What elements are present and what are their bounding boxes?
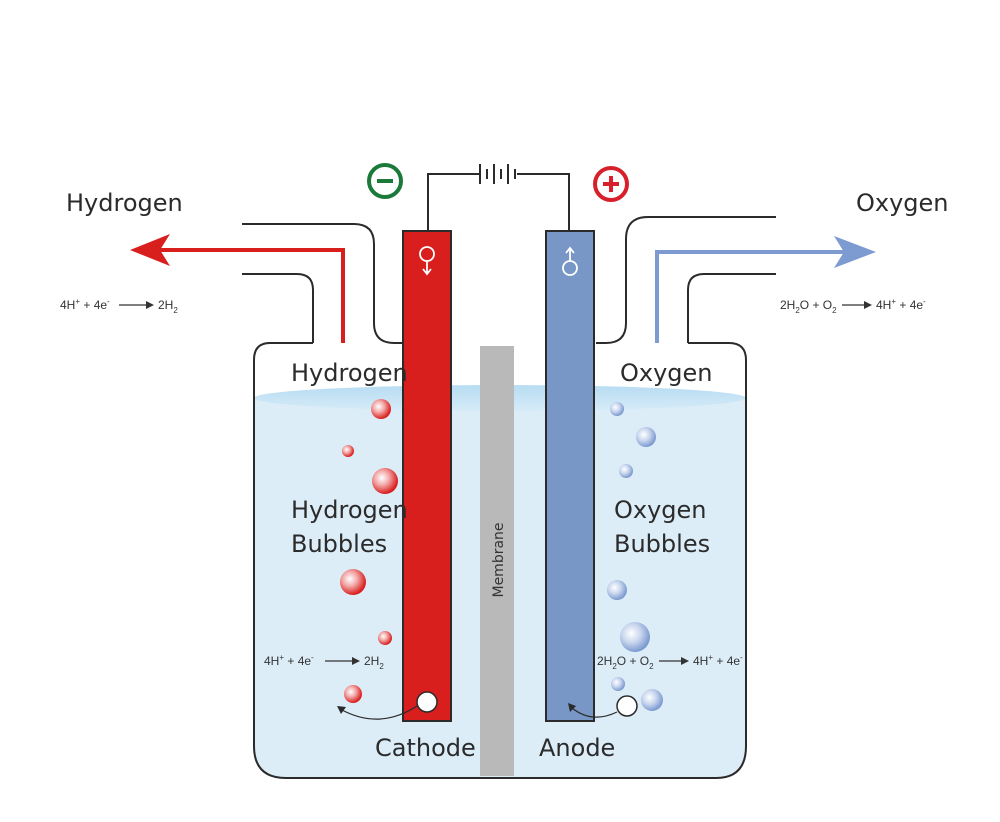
oxygen-bubble <box>619 464 633 478</box>
oxygen-bubbles-label-line1: Oxygen <box>614 496 707 524</box>
cathode-equation-outside: 4H+ + 4e- 2H2 <box>60 297 178 315</box>
svg-text:4H+ + 4e-: 4H+ + 4e- <box>693 653 743 668</box>
hydrogen-bubble <box>340 569 366 595</box>
anode-equation-inside: 2H2O + O2 4H+ + 4e- <box>597 653 743 671</box>
hydrogen-bubbles <box>340 399 398 703</box>
hydrogen-bubble <box>344 685 362 703</box>
oxygen-bubble <box>610 402 624 416</box>
anode-arrow-head <box>568 703 576 712</box>
positive-sign-icon <box>593 166 629 202</box>
anode-label: Anode <box>539 734 615 762</box>
hydrogen-surface-label: Hydrogen <box>291 359 408 387</box>
hydrogen-output-arrow <box>158 248 345 343</box>
hydrogen-bubble <box>342 445 354 457</box>
membrane-label: Membrane <box>491 522 507 597</box>
oxygen-arrow-head <box>834 236 876 268</box>
svg-text:2H2: 2H2 <box>158 298 178 315</box>
hydrogen-bubble <box>378 631 392 645</box>
oxygen-bubble <box>607 580 627 600</box>
negative-sign-icon <box>367 163 403 199</box>
hydrogen-bubbles-label-line1: Hydrogen <box>291 496 408 524</box>
anode-equation-outside: 2H2O + O2 4H+ + 4e- <box>780 297 926 315</box>
oxygen-bubbles-label-line2: Bubbles <box>614 530 710 558</box>
anode-electrode <box>545 230 595 722</box>
hydrogen-arrow-head <box>130 234 170 266</box>
hydrogen-output-label: Hydrogen <box>66 189 183 217</box>
cathode-reaction-arrow <box>341 705 418 720</box>
oxygen-bubbles <box>607 402 663 711</box>
hydrogen-bubble <box>372 468 398 494</box>
female-symbol-icon <box>419 246 435 276</box>
cathode-equation-inside: 4H+ + 4e- 2H2 <box>264 653 384 671</box>
hydrogen-pipe-upper <box>242 223 404 344</box>
svg-text:4H+ + 4e-: 4H+ + 4e- <box>876 297 926 312</box>
svg-text:2H2O + O2: 2H2O + O2 <box>780 298 837 315</box>
oxygen-output-arrow <box>655 250 846 343</box>
oxygen-pipe-lower <box>687 273 776 343</box>
cathode-arrow-head <box>337 706 346 714</box>
anode-reaction-arrow <box>571 707 618 718</box>
hydrogen-bubbles-label-line2: Bubbles <box>291 530 387 558</box>
membrane <box>480 346 514 776</box>
circuit-wire <box>427 173 570 231</box>
anode-electron-circle <box>616 695 638 717</box>
oxygen-bubble <box>611 677 625 691</box>
cathode-electrode <box>402 230 452 722</box>
svg-text:2H2O + O2: 2H2O + O2 <box>597 654 654 671</box>
hydrogen-pipe-lower <box>242 273 314 343</box>
battery-icon <box>479 164 516 184</box>
male-symbol-icon <box>562 246 578 276</box>
cathode-label: Cathode <box>375 734 476 762</box>
vessel-outline <box>253 342 747 779</box>
oxygen-surface-label: Oxygen <box>620 359 713 387</box>
svg-text:4H+ + 4e-: 4H+ + 4e- <box>60 297 110 312</box>
oxygen-pipe-upper <box>596 216 776 344</box>
hydrogen-bubble <box>371 399 391 419</box>
oxygen-bubble <box>620 622 650 652</box>
oxygen-bubble <box>641 689 663 711</box>
svg-text:4H+ + 4e-: 4H+ + 4e- <box>264 653 314 668</box>
oxygen-bubble <box>636 427 656 447</box>
oxygen-output-label: Oxygen <box>856 189 949 217</box>
cathode-electron-circle <box>416 691 438 713</box>
svg-text:2H2: 2H2 <box>364 654 384 671</box>
